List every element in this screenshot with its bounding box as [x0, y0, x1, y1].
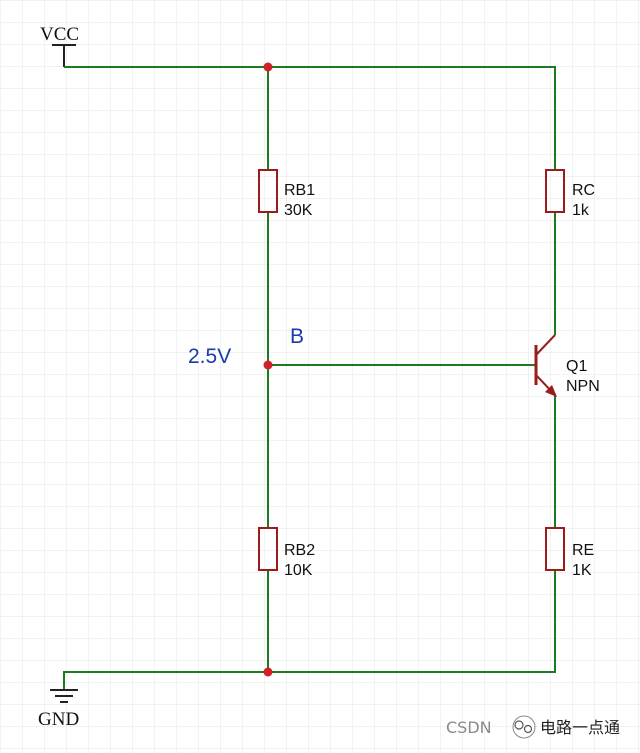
rc-name: RC [572, 182, 595, 199]
node-b-label: B [290, 325, 304, 348]
resistor-rb2 [258, 527, 278, 571]
gnd-label: GND [38, 709, 79, 730]
wechat-icon [512, 715, 536, 739]
resistor-rb1 [258, 169, 278, 213]
rb1-name: RB1 [284, 182, 315, 199]
rb2-name: RB2 [284, 542, 315, 559]
wire-gnd-rail [63, 570, 556, 690]
re-name: RE [572, 542, 594, 559]
q1-value: NPN [566, 378, 600, 395]
vcc-label: VCC [40, 24, 79, 45]
rc-value: 1k [572, 202, 590, 219]
wires [63, 66, 556, 690]
watermark-brand: 电路一点通 [540, 718, 620, 737]
q1-name: Q1 [566, 358, 587, 375]
watermark: CSDN 电路一点通 [446, 715, 620, 739]
resistor-re [545, 527, 565, 571]
junction-dot-top [263, 62, 273, 72]
rb1-value: 30K [284, 202, 313, 219]
resistor-rc [545, 169, 565, 213]
npn-transistor-icon [534, 334, 557, 397]
junction-dot-base [263, 360, 273, 370]
wire-vcc-rail [64, 66, 556, 170]
watermark-csdn: CSDN [446, 718, 492, 737]
rb2-value: 10K [284, 562, 313, 579]
vcc-symbol [52, 44, 76, 67]
re-value: 1K [572, 562, 592, 579]
base-voltage-label: 2.5V [188, 345, 231, 368]
ground-icon [50, 689, 78, 703]
junction-dot-bottom [263, 667, 273, 677]
